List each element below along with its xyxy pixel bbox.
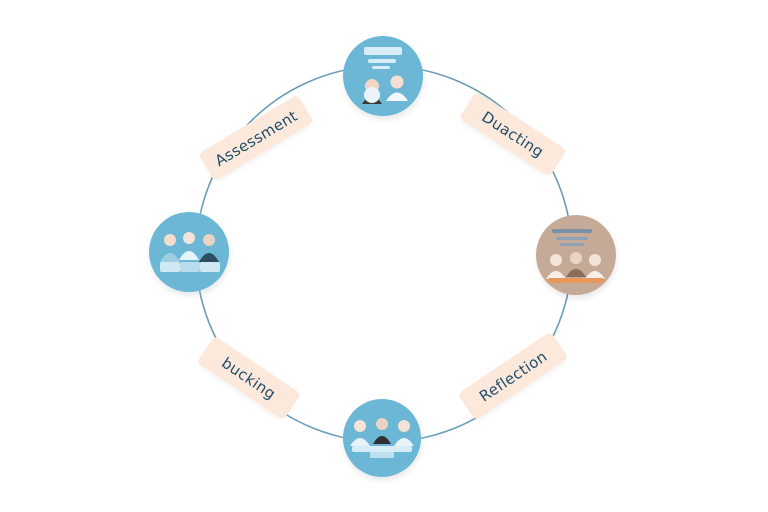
stage-node-bottom [334, 391, 430, 487]
stage-node-right [536, 215, 617, 299]
consultation-icon [362, 47, 408, 104]
label-pill-assessment: Assessment [199, 96, 313, 181]
team-icon [160, 232, 220, 272]
stage-node-left [141, 205, 237, 301]
stage-node-top [335, 30, 431, 126]
presenter-icon [350, 418, 414, 458]
label-pill-duacting: Duacting [460, 93, 566, 176]
group-discussion-icon [546, 229, 605, 283]
label-pill-reflection: Reflection [459, 333, 567, 420]
label-pill-bucking: bucking [198, 337, 300, 419]
